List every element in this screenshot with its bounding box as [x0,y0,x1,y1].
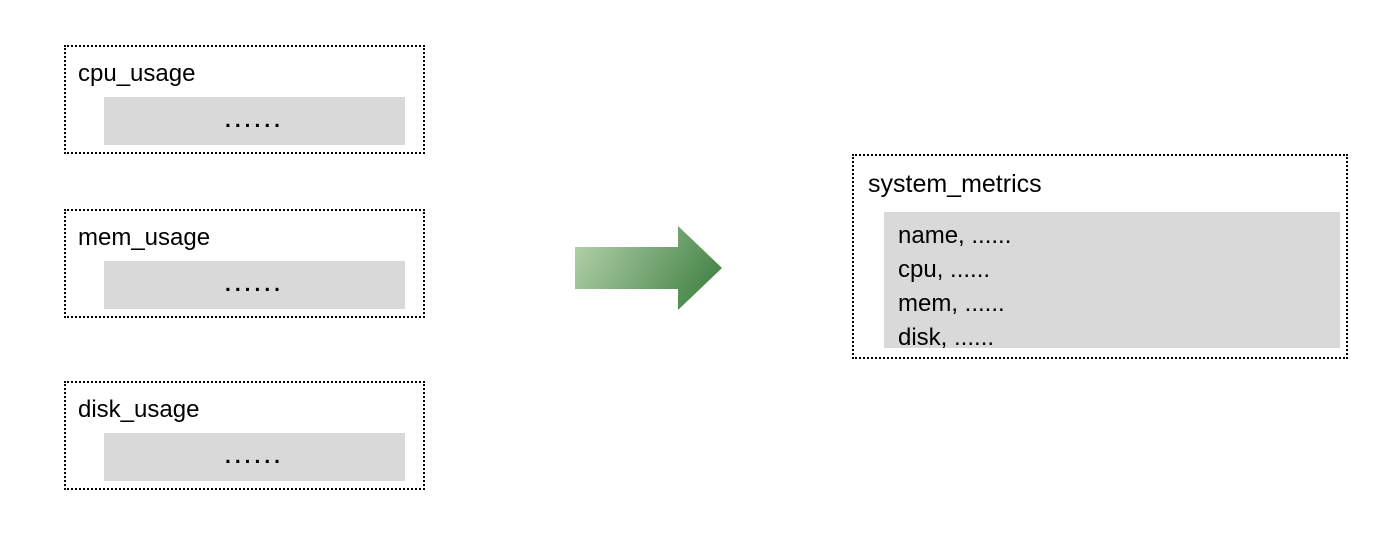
table-name-label: disk_usage [78,396,200,423]
merge-arrow-icon [575,226,722,310]
table-name-label: system_metrics [868,170,1042,198]
ellipsis-text: ...... [224,273,284,296]
table-body-placeholder: ...... [104,261,405,309]
ellipsis-text: ...... [224,445,284,468]
table-name-label: mem_usage [78,224,211,251]
source-box-cpu-usage: cpu_usage ...... [64,45,425,154]
source-box-disk-usage: disk_usage ...... [64,381,425,490]
source-box-mem-usage: mem_usage ...... [64,209,425,318]
result-box-system-metrics: system_metrics name, ...... cpu, ...... … [852,154,1348,359]
field-row-disk: disk, ...... [898,324,995,351]
field-row-cpu: cpu, ...... [898,256,991,283]
ellipsis-text: ...... [224,109,284,132]
field-row-name: name, ...... [898,222,1012,249]
table-body-placeholder: ...... [104,97,405,145]
table-body-placeholder: ...... [104,433,405,481]
field-row-mem: mem, ...... [898,290,1005,317]
table-body: name, ...... cpu, ...... mem, ...... dis… [884,212,1340,351]
table-name-label: cpu_usage [78,60,196,87]
